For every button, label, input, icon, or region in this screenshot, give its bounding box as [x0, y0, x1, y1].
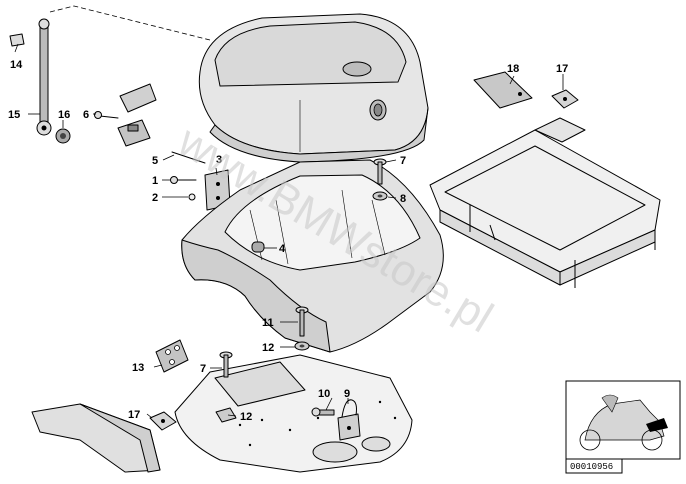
callout-4: 4 [279, 243, 286, 255]
reference-code: 00010956 [570, 462, 613, 472]
carrier-frame [429, 117, 661, 288]
washer-12-lower [215, 407, 237, 423]
grommet [55, 128, 71, 144]
lock-9 [337, 399, 361, 441]
callout-7-lower: 7 [200, 363, 206, 375]
callout-15: 15 [8, 109, 20, 121]
callout-14: 14 [10, 59, 23, 71]
callout-labels: 14 15 16 6 5 3 1 2 4 7 8 18 17 11 12 7 1… [8, 59, 568, 423]
dashed-leader-line [49, 5, 211, 41]
top-case-lid [198, 13, 429, 163]
callout-7-upper: 7 [400, 155, 406, 167]
clip-nut-upper [551, 89, 579, 109]
callout-17-upper: 17 [556, 63, 568, 75]
callout-18: 18 [507, 63, 519, 75]
retaining-strap [9, 18, 52, 136]
clip-13 [155, 339, 189, 373]
screw-upper [372, 158, 388, 201]
side-trim-panel [31, 403, 161, 473]
callout-8: 8 [400, 193, 406, 205]
callout-11: 11 [262, 317, 274, 329]
callout-1: 1 [152, 175, 158, 187]
callout-3: 3 [216, 154, 222, 166]
base-plate [174, 354, 413, 473]
clip-nut-lower [149, 411, 177, 431]
case-bottom-shell [181, 159, 444, 353]
callout-6: 6 [83, 109, 89, 121]
callout-16: 16 [58, 109, 70, 121]
rubber-pad [473, 71, 533, 109]
callout-12-upper: 12 [262, 342, 274, 354]
callout-13: 13 [132, 362, 144, 374]
motorcycle-thumbnail [565, 380, 681, 460]
hinge-assembly [170, 151, 231, 211]
callout-9: 9 [344, 388, 350, 400]
callout-10: 10 [318, 388, 330, 400]
callout-17-lower: 17 [128, 409, 140, 421]
screw-7-lower [219, 351, 233, 378]
callout-5: 5 [152, 155, 158, 167]
reference-code-box: 00010956 [565, 458, 623, 474]
callout-12-lower: 12 [240, 411, 252, 423]
screw-10 [311, 407, 335, 417]
lock-cover [94, 83, 157, 147]
callout-2: 2 [152, 192, 158, 204]
screw-lower [294, 306, 310, 351]
leader-lines [14, 43, 564, 419]
